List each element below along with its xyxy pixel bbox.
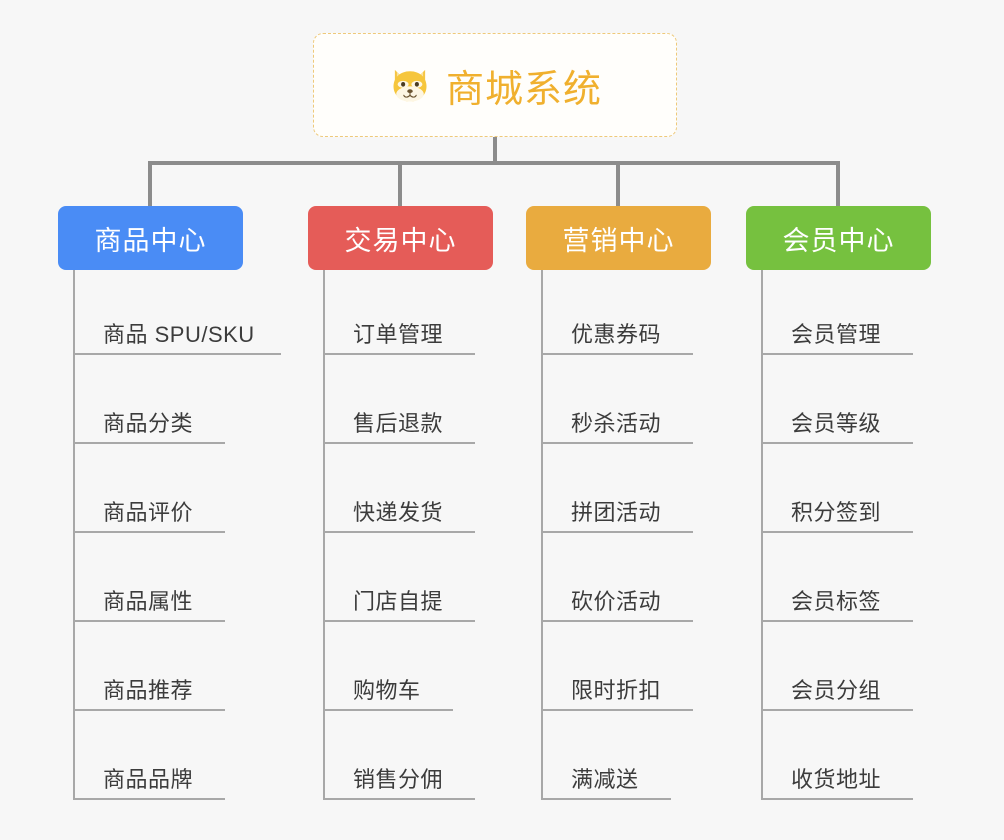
branch-trunk-line <box>761 270 763 800</box>
leaf-underline <box>323 620 475 622</box>
leaf-label: 销售分佣 <box>353 767 444 792</box>
leaf-label: 商品推荐 <box>103 678 194 703</box>
leaf-label: 优惠券码 <box>571 322 662 347</box>
leaf-label: 快递发货 <box>353 500 444 525</box>
leaf-underline <box>761 709 913 711</box>
leaf-underline <box>541 709 693 711</box>
leaf-label: 会员标签 <box>791 589 882 614</box>
branch-header-label: 营销中心 <box>562 225 675 256</box>
leaf-label: 商品分类 <box>103 411 194 436</box>
leaf-label: 商品评价 <box>103 500 194 525</box>
leaf-label: 购物车 <box>353 678 421 703</box>
leaf-underline <box>323 531 475 533</box>
connector-drop-1 <box>148 161 152 208</box>
leaf-underline <box>323 798 475 800</box>
branch-header-4[interactable]: 会员中心 <box>746 206 931 270</box>
branch-header-1[interactable]: 商品中心 <box>58 206 243 270</box>
branch-trunk-line <box>73 270 75 800</box>
leaf-underline <box>73 442 225 444</box>
root-title: 商城系统 <box>445 68 602 111</box>
leaf-underline <box>73 531 225 533</box>
leaf-label: 秒杀活动 <box>571 411 662 436</box>
leaf-label: 商品品牌 <box>103 767 194 792</box>
connector-drop-2 <box>398 161 402 208</box>
branch-header-label: 会员中心 <box>782 225 895 256</box>
branch-header-2[interactable]: 交易中心 <box>308 206 493 270</box>
leaf-underline <box>541 798 671 800</box>
shiba-inu-dog-face-icon <box>388 63 432 107</box>
leaf-label: 会员等级 <box>791 411 882 436</box>
leaf-label: 商品 SPU/SKU <box>103 322 255 347</box>
branch-header-label: 交易中心 <box>344 225 457 256</box>
leaf-label: 收货地址 <box>791 767 882 792</box>
branch-header-label: 商品中心 <box>94 225 207 256</box>
leaf-underline <box>541 531 693 533</box>
leaf-underline <box>73 709 225 711</box>
leaf-underline <box>761 798 913 800</box>
leaf-label: 售后退款 <box>353 411 444 436</box>
leaf-label: 会员分组 <box>791 678 882 703</box>
leaf-underline <box>323 353 475 355</box>
branch-trunk-line <box>541 270 543 800</box>
branch-header-3[interactable]: 营销中心 <box>526 206 711 270</box>
leaf-label: 商品属性 <box>103 589 194 614</box>
connector-drop-3 <box>616 161 620 208</box>
leaf-underline <box>323 442 475 444</box>
connector-bus <box>148 161 840 165</box>
leaf-underline <box>761 353 913 355</box>
leaf-underline <box>761 531 913 533</box>
leaf-label: 订单管理 <box>353 322 444 347</box>
leaf-label: 门店自提 <box>353 589 444 614</box>
leaf-underline <box>761 620 913 622</box>
connector-drop-4 <box>836 161 840 208</box>
connector-root-stem <box>493 137 497 165</box>
leaf-underline <box>73 620 225 622</box>
leaf-label: 砍价活动 <box>571 589 662 614</box>
leaf-underline <box>73 798 225 800</box>
leaf-underline <box>73 353 281 355</box>
leaf-label: 会员管理 <box>791 322 882 347</box>
leaf-label: 满减送 <box>571 767 639 792</box>
leaf-label: 拼团活动 <box>571 500 662 525</box>
leaf-underline <box>541 353 693 355</box>
leaf-underline <box>541 442 693 444</box>
branch-trunk-line <box>323 270 325 800</box>
root-node[interactable]: 商城系统 <box>313 33 677 137</box>
leaf-underline <box>761 442 913 444</box>
leaf-underline <box>323 709 453 711</box>
leaf-label: 积分签到 <box>791 500 882 525</box>
leaf-underline <box>541 620 693 622</box>
leaf-label: 限时折扣 <box>571 678 662 703</box>
